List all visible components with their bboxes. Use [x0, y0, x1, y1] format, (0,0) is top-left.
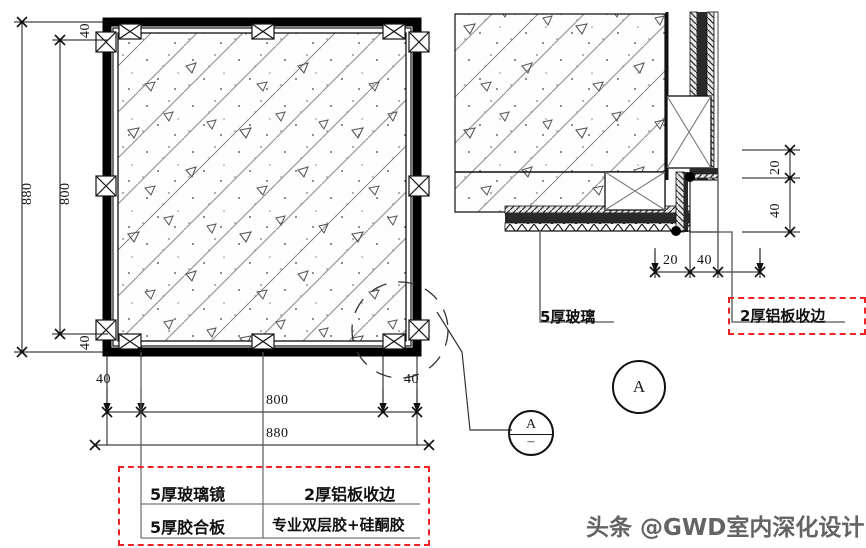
- detail-bubble-left[interactable]: A –: [508, 410, 554, 456]
- legend-cell-r0c1: 2厚铝板收边: [304, 485, 396, 504]
- dim-edge-offset-20: 20: [663, 253, 678, 268]
- dim-inner-height: 800: [58, 182, 73, 206]
- dim-inner-width: 800: [266, 393, 289, 408]
- dim-top-border: 40: [78, 23, 93, 38]
- callout-box-aluminium-edge-right: [728, 297, 866, 335]
- dim-overall-width: 880: [266, 426, 289, 441]
- label-2mm-aluminium-edge-right: 2厚铝板收边: [740, 307, 826, 325]
- dim-frame-depth-40: 40: [768, 203, 783, 218]
- legend-callout-box: [118, 466, 430, 546]
- dim-right-border: 40: [404, 372, 419, 387]
- dim-bottom-border: 40: [78, 335, 93, 350]
- dim-overall-height: 880: [20, 182, 35, 206]
- detail-bubble-left-sub: –: [510, 433, 552, 449]
- dim-frame-width-40: 40: [697, 253, 712, 268]
- legend-cell-r1c1: 专业双层胶+硅酮胶: [272, 516, 405, 534]
- dim-edge-thickness-20: 20: [768, 160, 783, 175]
- detail-bubble-right[interactable]: A: [612, 360, 666, 414]
- watermark: 头条 @GWD室内深化设计: [586, 515, 865, 541]
- legend-cell-r0c0: 5厚玻璃镜: [150, 485, 226, 504]
- label-5mm-glass: 5厚玻璃: [540, 308, 596, 326]
- dim-left-border: 40: [96, 372, 111, 387]
- legend-cell-r1c0: 5厚胶合板: [150, 518, 226, 537]
- detail-bubble-left-letter: A: [525, 416, 537, 432]
- detail-bubble-right-letter: A: [632, 377, 646, 396]
